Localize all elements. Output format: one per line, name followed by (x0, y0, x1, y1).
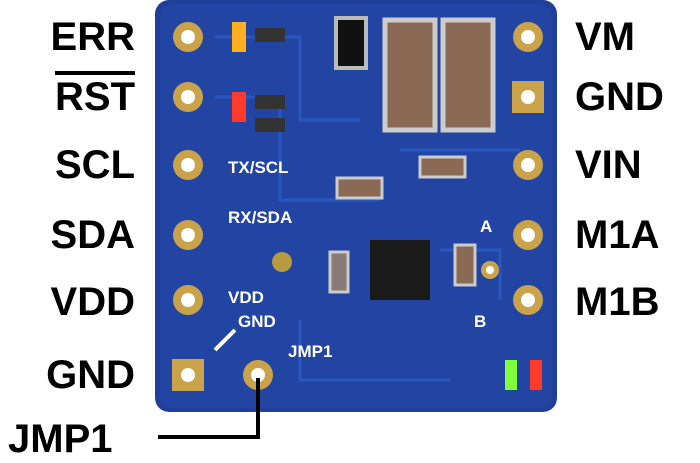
silk-rx-sda: RX/SDA (228, 208, 292, 227)
callout-label-jmp1: JMP1 (8, 417, 113, 461)
pin-label-gnd-right: GND (575, 75, 664, 119)
pin-label-scl: SCL (55, 143, 135, 187)
right-pads (481, 22, 544, 315)
pin-label-rst: RST (55, 75, 135, 119)
rst-led (232, 92, 246, 122)
silk-b: B (474, 312, 486, 331)
pin-label-gnd: GND (46, 353, 135, 397)
pin-label-vdd: VDD (50, 280, 135, 324)
left-pads (172, 22, 273, 391)
red-led (530, 360, 542, 390)
green-led (505, 360, 517, 390)
driver-ic (370, 240, 430, 300)
pin-label-m1b: M1B (575, 280, 660, 324)
components (213, 16, 542, 390)
pin-label-err: ERR (50, 15, 135, 59)
pin-label-m1a: M1A (575, 213, 660, 257)
pin-label-vin: VIN (575, 143, 642, 187)
silk-vdd: VDD (228, 288, 264, 307)
silk-gnd: GND (238, 312, 276, 331)
pin-label-vm: VM (575, 15, 635, 59)
silk-a: A (480, 217, 492, 236)
silk-tx-scl: TX/SCL (228, 158, 288, 177)
pin-label-sda: SDA (50, 213, 135, 257)
err-led (232, 22, 246, 52)
silk-jmp1: JMP1 (288, 342, 332, 361)
jmp1-callout-line (158, 378, 260, 439)
